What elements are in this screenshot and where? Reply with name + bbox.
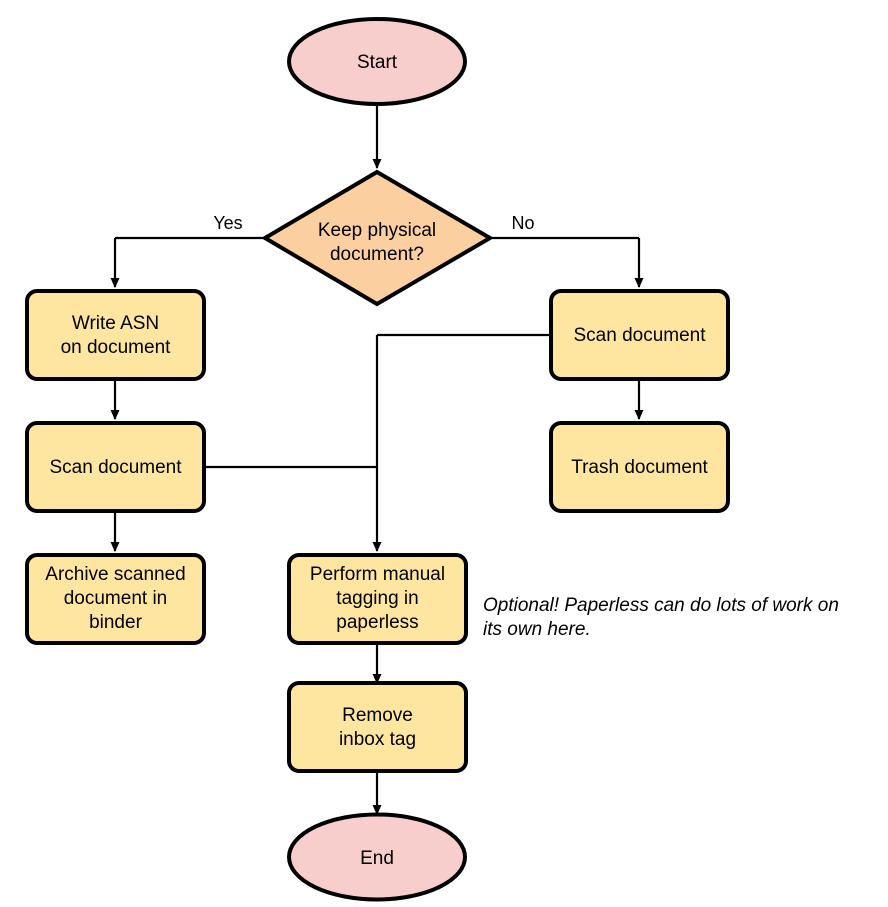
node-archive-scanned-document[interactable]: Archive scanned document in binder: [25, 553, 206, 645]
start-label: Start: [357, 52, 398, 73]
write-asn-label-line1: Write ASN: [72, 313, 159, 334]
archive-label-line1: Archive scanned: [45, 564, 185, 585]
tagging-rect-shape: [287, 553, 468, 645]
scan-right-rect-shape: [549, 289, 730, 381]
decision-label-line1: Keep physical: [318, 220, 436, 241]
optional-note-line1: Optional! Paperless can do lots of work …: [483, 595, 839, 616]
node-start[interactable]: Start: [287, 17, 467, 106]
node-scan-document-right[interactable]: Scan document: [549, 289, 730, 381]
annotation-optional-note: Optional! Paperless can do lots of work …: [483, 595, 839, 640]
end-label: End: [360, 848, 394, 869]
node-remove-inbox-tag[interactable]: Remove inbox tag: [287, 681, 468, 773]
connectors-layer: [110, 104, 644, 815]
node-decision-keep-physical-document[interactable]: Keep physical document?: [261, 169, 494, 307]
node-trash-document[interactable]: Trash document: [549, 421, 730, 513]
node-perform-manual-tagging[interactable]: Perform manual tagging in paperless: [287, 553, 468, 645]
archive-label-line2: document in: [64, 588, 168, 609]
write-asn-rect-shape: [25, 289, 206, 381]
scan-left-rect-shape: [25, 421, 206, 513]
remove-inbox-label-line1: Remove: [342, 705, 413, 726]
node-write-asn[interactable]: Write ASN on document: [25, 289, 206, 381]
trash-label: Trash document: [571, 457, 708, 478]
archive-rect-shape: [25, 553, 206, 645]
scan-left-label: Scan document: [49, 457, 182, 478]
end-ellipse-shape: [287, 812, 467, 902]
tagging-label-line3: paperless: [336, 612, 418, 633]
write-asn-label-line2: on document: [61, 337, 172, 358]
start-ellipse-shape: [287, 17, 467, 106]
optional-note-line2: its own here.: [483, 619, 591, 640]
scan-right-label: Scan document: [573, 325, 706, 346]
trash-rect-shape: [549, 421, 730, 513]
remove-inbox-label-line2: inbox tag: [339, 729, 416, 750]
tagging-label-line2: tagging in: [336, 588, 418, 609]
node-end[interactable]: End: [287, 812, 467, 902]
tagging-label-line1: Perform manual: [310, 564, 445, 585]
decision-diamond-shape: [261, 169, 494, 307]
node-scan-document-left[interactable]: Scan document: [25, 421, 206, 513]
archive-label-line3: binder: [89, 612, 142, 633]
decision-label-line2: document?: [330, 244, 424, 265]
edge-label-no: No: [511, 213, 534, 233]
edge-label-yes: Yes: [213, 213, 242, 233]
remove-inbox-rect-shape: [287, 681, 468, 773]
